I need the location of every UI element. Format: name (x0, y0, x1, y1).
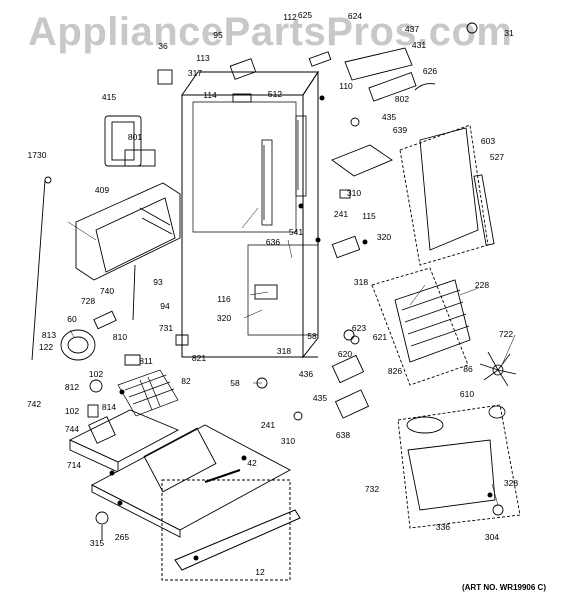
cabinet-case (181, 70, 319, 359)
callout-label: 42 (247, 458, 257, 468)
callout-label: 310 (346, 188, 362, 198)
callout-label: 527 (489, 152, 505, 162)
callout-label: 36 (158, 41, 168, 51)
callout-label: 86 (463, 364, 473, 374)
callout-label: 60 (67, 314, 77, 324)
callout-label: 728 (80, 296, 96, 306)
condenser-coil (117, 369, 179, 417)
callout-label: 336 (435, 522, 451, 532)
callout-label: 812 (64, 382, 80, 392)
rear-panel (75, 182, 181, 281)
inner-rails (261, 115, 307, 226)
callout-label: 110 (339, 81, 353, 91)
callout-label: 1730 (27, 150, 47, 160)
kick-plate (161, 479, 301, 581)
callout-label: 31 (504, 28, 514, 38)
callout-label: 744 (64, 424, 80, 434)
callout-label: 102 (64, 406, 80, 416)
callout-label: 58 (230, 378, 240, 388)
callout-label: 811 (139, 356, 153, 366)
callout-label: 802 (394, 94, 410, 104)
callout-label: 58 (307, 331, 317, 341)
callout-label: 821 (191, 353, 207, 363)
callout-label: 620 (337, 349, 353, 359)
callout-label: 742 (26, 399, 42, 409)
callout-label: 94 (160, 301, 170, 311)
callout-label: 114 (203, 90, 217, 100)
callout-label: 541 (288, 227, 304, 237)
shelf-light (331, 117, 393, 345)
callout-label: 625 (297, 10, 313, 20)
callout-label: 102 (88, 369, 104, 379)
callout-label: 431 (411, 40, 427, 50)
callout-label: 317 (187, 68, 203, 78)
callout-label: 731 (158, 323, 174, 333)
callout-label: 813 (41, 330, 57, 340)
callout-label: 610 (459, 389, 475, 399)
callout-label: 810 (112, 332, 128, 342)
callout-label: 638 (335, 430, 351, 440)
callout-label: 328 (503, 478, 519, 488)
callout-label: 436 (298, 369, 314, 379)
callout-label: 112 (283, 12, 297, 22)
callout-label: 93 (153, 277, 163, 287)
callout-label: 82 (181, 376, 191, 386)
leader-lines (67, 207, 516, 506)
callout-label: 437 (404, 24, 420, 34)
callout-label: 409 (94, 185, 110, 195)
art-number: (ART NO. WR19906 C) (461, 583, 546, 592)
callout-label: 12 (255, 567, 265, 577)
callout-label: 624 (347, 11, 363, 21)
callout-label: 315 (89, 538, 105, 548)
callout-label: 265 (114, 532, 130, 542)
callout-label: 95 (213, 30, 223, 40)
callout-label: 603 (480, 136, 496, 146)
callout-label: 636 (265, 237, 281, 247)
base-plate (91, 424, 291, 540)
callout-label: 639 (392, 125, 408, 135)
callout-label: 241 (260, 420, 276, 430)
callout-label: 512 (267, 89, 283, 99)
callout-label: 116 (217, 294, 231, 304)
door-panels (104, 115, 156, 167)
callout-label: 320 (216, 313, 232, 323)
callout-label: 415 (101, 92, 117, 102)
callout-label: 722 (498, 329, 514, 339)
evaporator-cover (397, 404, 521, 529)
fan-housing (399, 124, 495, 266)
callout-label: 435 (381, 112, 397, 122)
callout-label: 318 (276, 346, 292, 356)
callout-label: 122 (38, 342, 54, 352)
callout-label: 228 (474, 280, 490, 290)
callout-label: 310 (280, 436, 296, 446)
callout-label: 304 (484, 532, 500, 542)
top-assemblies (157, 22, 478, 103)
callout-label: 621 (372, 332, 388, 342)
callout-label: 714 (66, 460, 82, 470)
watermark: AppliancePartsPros.com (28, 10, 513, 54)
evaporator-coil (371, 267, 471, 386)
fan-blade (479, 351, 517, 419)
callout-label: 435 (312, 393, 328, 403)
callout-label: 623 (351, 323, 367, 333)
callout-label: 801 (127, 132, 143, 142)
screws (109, 95, 493, 561)
callout-label: 732 (364, 484, 380, 494)
callout-label: 826 (387, 366, 403, 376)
callout-label: 626 (422, 66, 438, 76)
callout-label: 814 (101, 402, 117, 412)
compressor-assembly (31, 176, 189, 418)
callout-label: 241 (333, 209, 349, 219)
callout-label: 318 (353, 277, 369, 287)
callout-label: 115 (362, 211, 376, 221)
callout-label: 740 (99, 286, 115, 296)
callout-label: 320 (376, 232, 392, 242)
callout-label: 113 (196, 53, 210, 63)
